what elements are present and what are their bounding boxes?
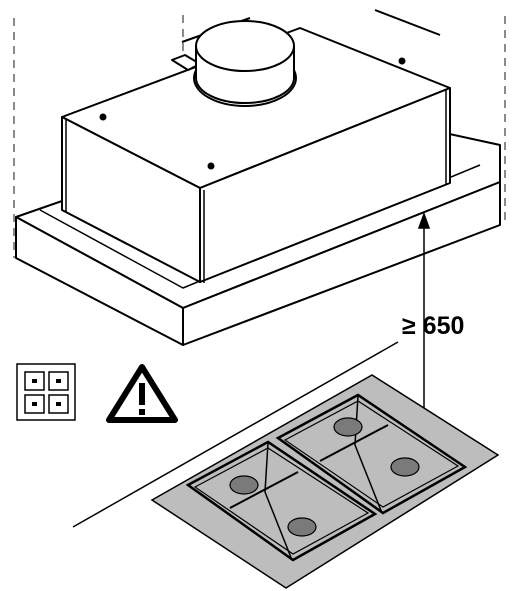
- minimum-distance-label: ≥ 650: [402, 312, 465, 340]
- gas-hob-burner-icon: [16, 363, 76, 421]
- warning-triangle-icon: [106, 364, 178, 423]
- worktop-edge: [72, 341, 399, 528]
- gas-hob: [150, 374, 500, 589]
- range-hood: [15, 9, 501, 346]
- dashed-guide-lines: [13, 15, 506, 345]
